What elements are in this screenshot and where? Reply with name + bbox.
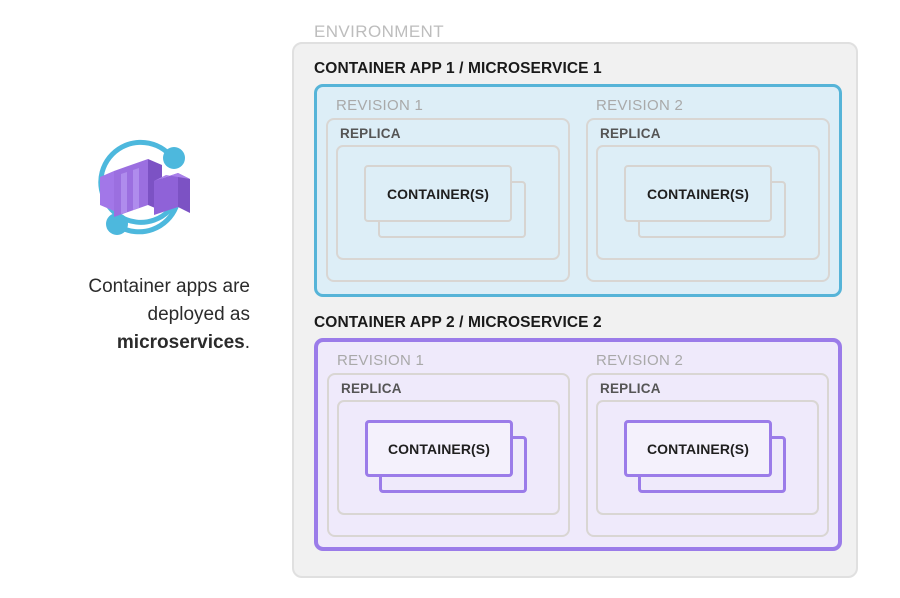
replica-inner-box: CONTAINER(S) <box>337 400 560 515</box>
replica-label: REPLICA <box>341 381 402 396</box>
replica-inner-box: CONTAINER(S) <box>336 145 560 260</box>
container-stack: CONTAINER(S) <box>365 420 527 498</box>
replica-inner-box: CONTAINER(S) <box>596 400 819 515</box>
container-app-group-2: CONTAINER APP 2 / MICROSERVICE 2 REVISIO… <box>314 314 842 551</box>
environment-box: CONTAINER APP 1 / MICROSERVICE 1 REVISIO… <box>292 42 858 578</box>
app-2-revision-2: REVISION 2 REPLICA CONTAINER(S) <box>586 350 829 539</box>
replica-box: REPLICA CONTAINER(S) <box>326 118 570 282</box>
container-app-1-box: REVISION 1 REPLICA CONTAINER(S) REVISION <box>314 84 842 297</box>
illustration-panel: Container apps are deployed as microserv… <box>40 135 250 357</box>
replica-box: REPLICA CONTAINER(S) <box>586 373 829 537</box>
azure-container-apps-icon <box>98 139 190 235</box>
replica-label: REPLICA <box>340 126 401 141</box>
container-label: CONTAINER(S) <box>387 440 491 457</box>
replica-inner-box: CONTAINER(S) <box>596 145 820 260</box>
container-app-group-1: CONTAINER APP 1 / MICROSERVICE 1 REVISIO… <box>314 60 842 297</box>
container-card-front: CONTAINER(S) <box>364 165 512 222</box>
revision-label: REVISION 1 <box>336 97 424 114</box>
replica-box: REPLICA CONTAINER(S) <box>586 118 830 282</box>
container-stack: CONTAINER(S) <box>364 165 526 243</box>
replica-box: REPLICA CONTAINER(S) <box>327 373 570 537</box>
container-label: CONTAINER(S) <box>646 185 750 202</box>
container-app-1-title: CONTAINER APP 1 / MICROSERVICE 1 <box>314 60 602 77</box>
container-app-2-title: CONTAINER APP 2 / MICROSERVICE 2 <box>314 314 602 331</box>
container-card-front: CONTAINER(S) <box>624 165 772 222</box>
revision-label: REVISION 2 <box>596 352 684 369</box>
replica-label: REPLICA <box>600 381 661 396</box>
container-app-2-box: REVISION 1 REPLICA CONTAINER(S) REVISION <box>314 338 842 551</box>
caption-text: Container apps are deployed as microserv… <box>40 273 250 357</box>
app-1-revision-1: REVISION 1 REPLICA CONTAINER(S) <box>326 95 570 286</box>
caption-line-1: Container apps are <box>88 276 250 297</box>
container-stack: CONTAINER(S) <box>624 420 786 498</box>
caption-line-2: deployed as <box>147 304 250 325</box>
container-label: CONTAINER(S) <box>386 185 490 202</box>
app-2-revision-1: REVISION 1 REPLICA CONTAINER(S) <box>327 350 570 539</box>
container-label: CONTAINER(S) <box>646 440 750 457</box>
container-card-front: CONTAINER(S) <box>624 420 772 477</box>
revision-label: REVISION 1 <box>337 352 425 369</box>
caption-bold-word: microservices <box>116 332 245 353</box>
environment-label: ENVIRONMENT <box>314 22 445 41</box>
caption-period: . <box>244 332 250 353</box>
revision-label: REVISION 2 <box>596 97 684 114</box>
container-card-front: CONTAINER(S) <box>365 420 513 477</box>
replica-label: REPLICA <box>600 126 661 141</box>
app-1-revision-2: REVISION 2 REPLICA CONTAINER(S) <box>586 95 830 286</box>
container-stack: CONTAINER(S) <box>624 165 786 243</box>
